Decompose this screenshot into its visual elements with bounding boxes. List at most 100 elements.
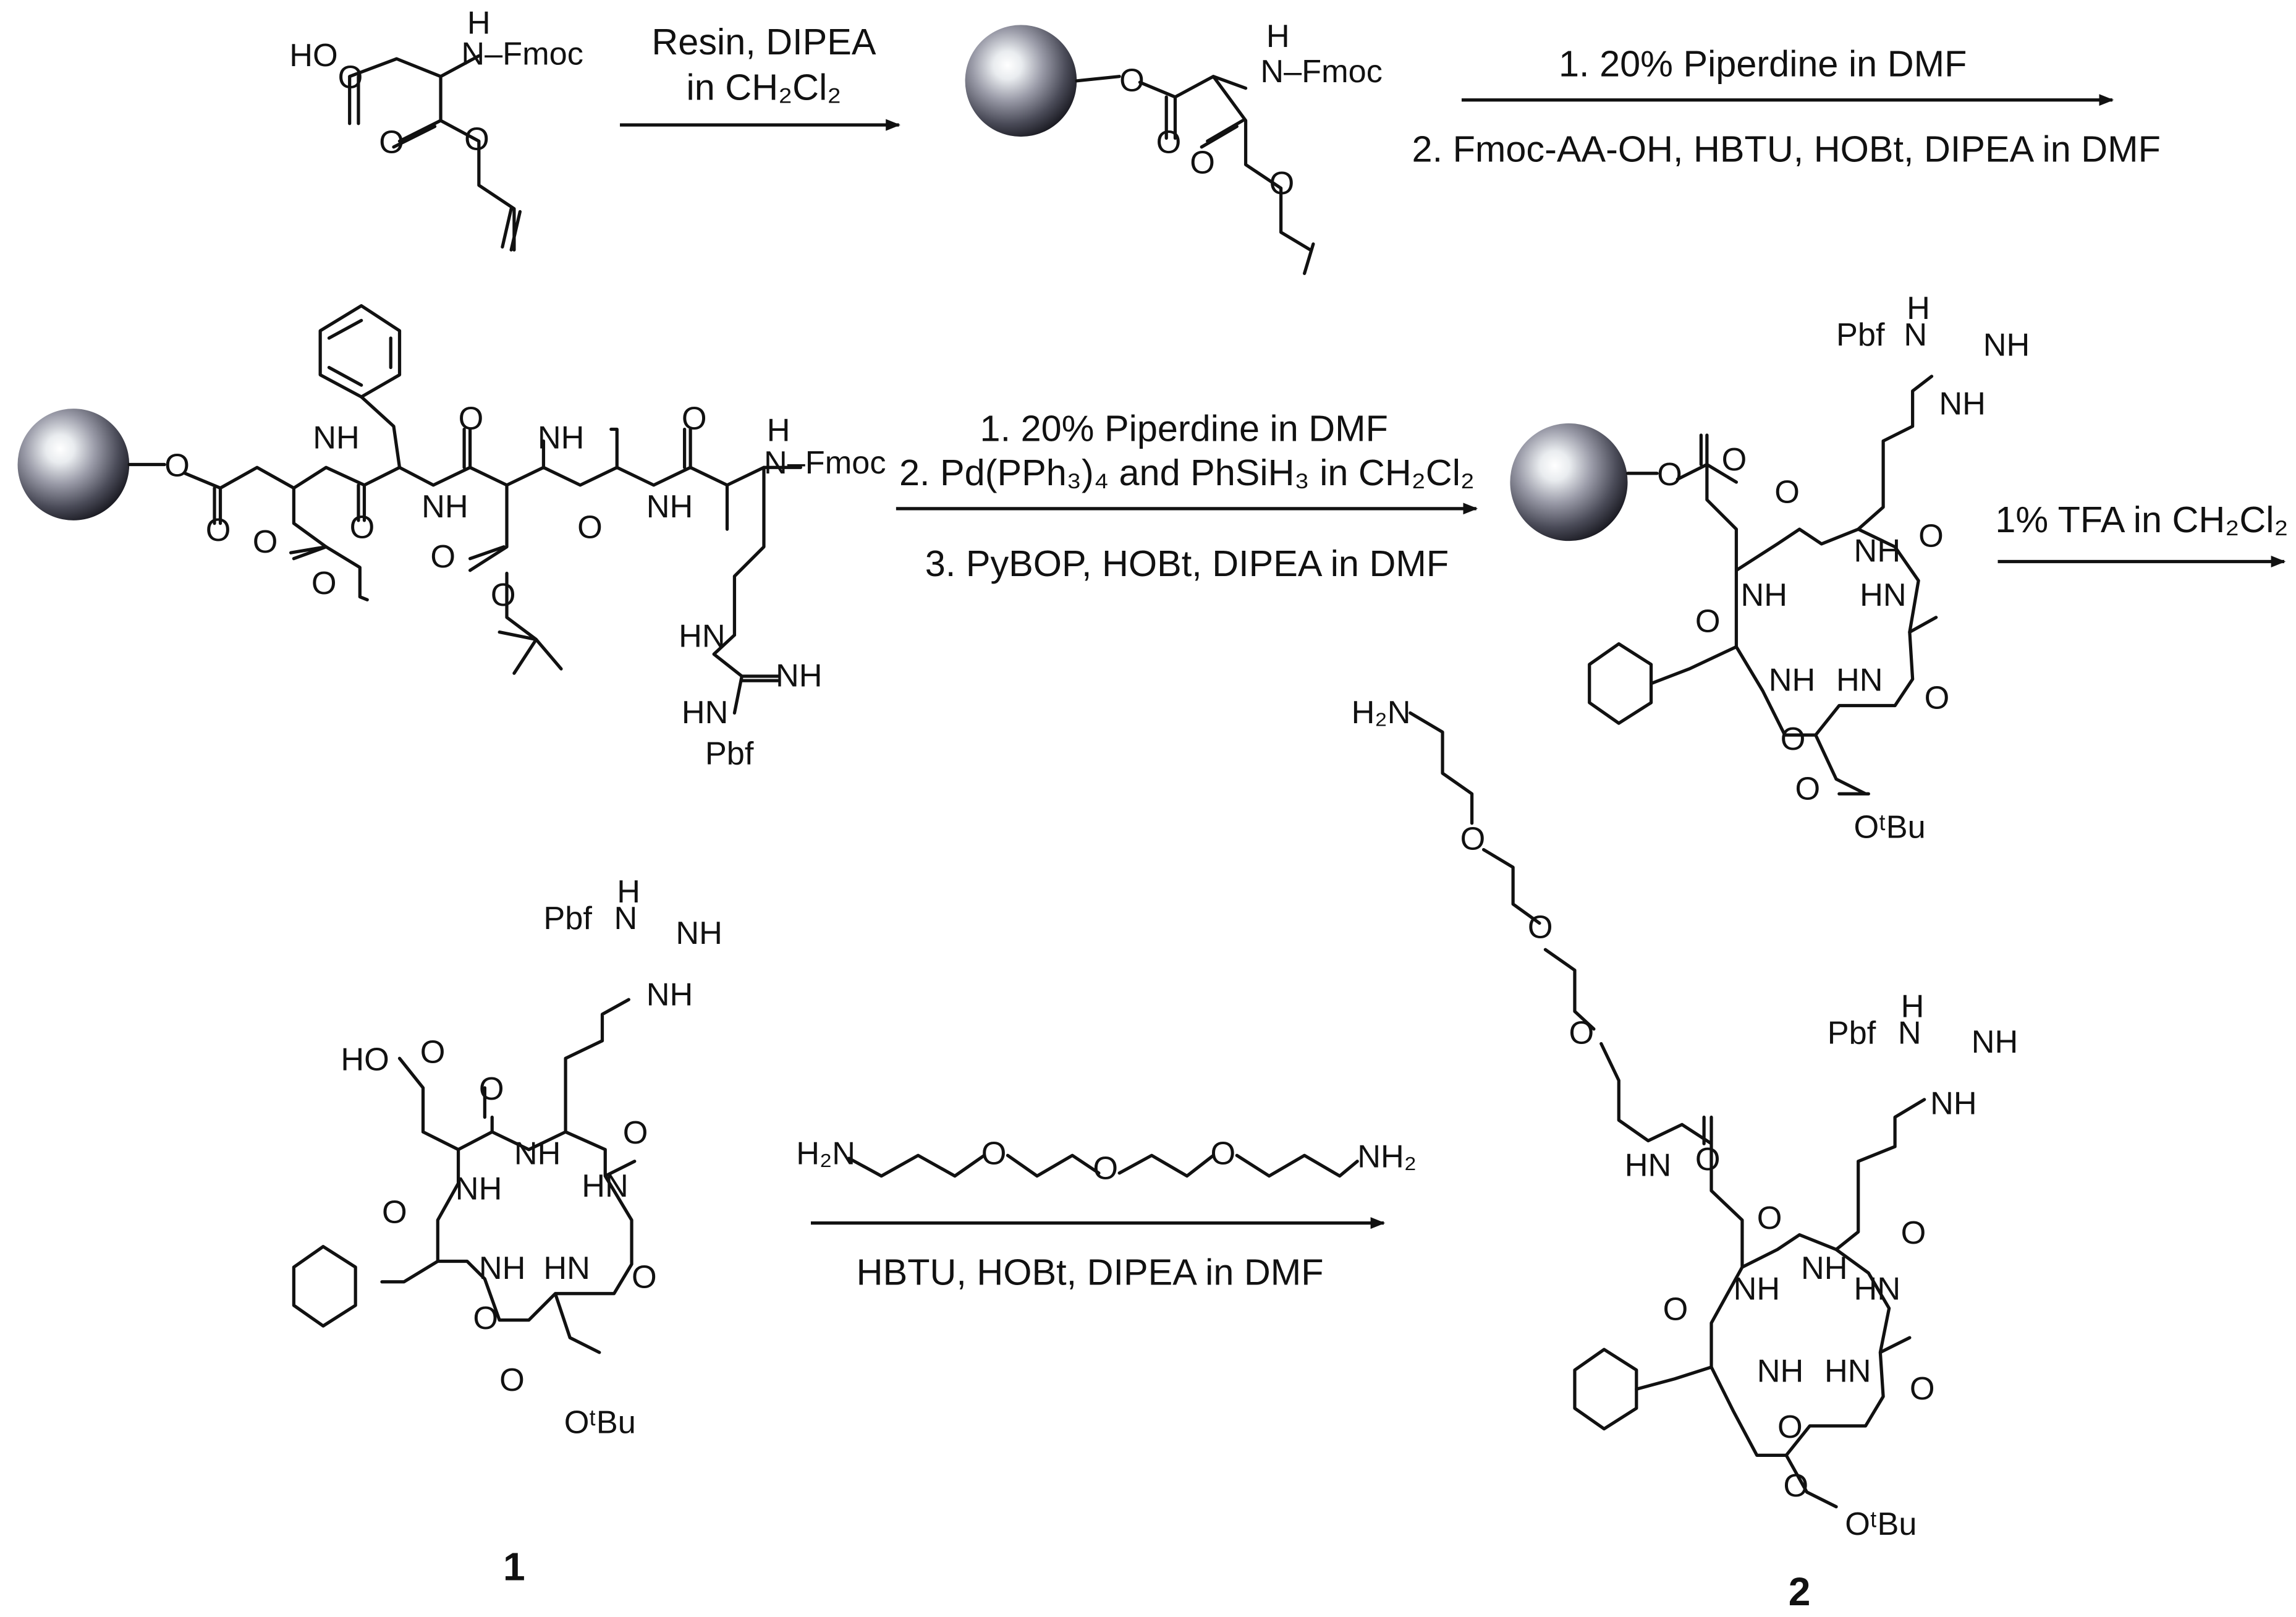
reaction-arrow-4: 1% TFA in CH₂Cl₂ — [1995, 499, 2289, 567]
conditions-line: 2. Pd(PPh₃)₄ and PhSiH₃ in CH₂Cl₂ — [899, 452, 1475, 493]
ether-oxygen-label: O — [1460, 821, 1486, 857]
amide-hn-label: HN — [1625, 1148, 1672, 1184]
ring-nh-label: NH — [1741, 577, 1788, 613]
ring-hn-label: HN — [1836, 663, 1883, 698]
conditions-line: 1. 20% Piperdine in DMF — [980, 407, 1388, 449]
ester-carbonyl-oxygen-label: O — [379, 124, 404, 160]
linear-resin-bound-peptide: O O NH O O O NH O NH O O O NH O H N–Fmoc… — [17, 304, 886, 772]
link-oxygen-label: O — [1657, 457, 1682, 493]
compound-2: H₂N O O O HN Pbf H N NH NH O O NH O NH H… — [1352, 695, 2019, 1614]
ring-oxygen-label: O — [1781, 721, 1806, 757]
resin-bead-icon — [965, 25, 1077, 137]
guanidine-n-label: N — [614, 901, 638, 936]
resin-bound-asp: O O H N–Fmoc O O — [965, 19, 1383, 275]
ring-nh-label: NH — [1757, 1353, 1804, 1389]
pbf-label: Pbf — [705, 736, 754, 772]
ring-oxygen-label: O — [623, 1115, 648, 1151]
conditions-line: HBTU, HOBt, DIPEA in DMF — [857, 1252, 1324, 1293]
carbonyl-oxygen-label: O — [682, 401, 707, 436]
ring-oxygen-label: O — [632, 1259, 657, 1295]
ring-oxygen-label: O — [1695, 1142, 1721, 1178]
amide-nh-label: NH — [313, 420, 360, 456]
amine-label: H₂N — [796, 1136, 855, 1172]
cyclic-resin-bound-peptide: O O Pbf H N NH NH O NH O NH HN O NH O HN… — [1510, 291, 2030, 846]
reaction-arrow-3: 1. 20% Piperdine in DMF 2. Pd(PPh₃)₄ and… — [896, 407, 1478, 584]
ring-hn-label: HN — [1854, 1271, 1901, 1307]
ring-oxygen-label: O — [382, 1195, 407, 1231]
guanidine-nh-label: NH — [676, 915, 722, 951]
ring-hn-label: HN — [1860, 577, 1907, 613]
compound-1: Pbf H N NH NH HO O O NH O NH HN O NH HN … — [292, 874, 722, 1589]
carbonyl-oxygen-label: O — [350, 509, 375, 545]
ring-oxygen-label: O — [479, 1071, 504, 1107]
link-oxygen-label: O — [164, 448, 190, 484]
allyl-oxygen-label: O — [1269, 166, 1295, 202]
ring-nh-label: NH — [455, 1171, 502, 1207]
ether-oxygen-label: O — [1569, 1015, 1594, 1051]
ester-carbonyl-oxygen-label: O — [499, 1362, 525, 1398]
guanidine-nh-label: NH — [646, 977, 693, 1013]
carbonyl-oxygen-label: O — [1722, 442, 1747, 478]
amide-nh-label: NH — [646, 489, 693, 525]
ring-oxygen-label: O — [1777, 1409, 1803, 1445]
pbf-label: Pbf — [1828, 1015, 1876, 1051]
resin-bead-icon — [1510, 423, 1628, 541]
ester-carbonyl-oxygen-label: O — [1190, 145, 1215, 181]
ring-oxygen-label: O — [1695, 604, 1721, 640]
guanidine-h-label: H — [617, 874, 640, 910]
phenyl-ring — [292, 1245, 357, 1328]
pbf-label: Pbf — [543, 901, 592, 936]
guanidine-nh-label: NH — [1983, 328, 2030, 363]
guanidine-h-label: H — [1901, 989, 1925, 1025]
otbu-label: OᵗBu — [1854, 810, 1926, 846]
tbu-oxygen-label: O — [491, 577, 516, 613]
ring-nh-label: NH — [514, 1136, 561, 1172]
ring-oxygen-label: O — [1663, 1292, 1688, 1328]
conditions-line: Resin, DIPEA — [651, 21, 876, 62]
ring-oxygen-label: O — [1918, 519, 1944, 554]
ring-oxygen-label: O — [1910, 1371, 1935, 1407]
guanidine-hn-label: HN — [682, 695, 729, 731]
carbonyl-oxygen-label: O — [459, 401, 484, 436]
reaction-arrow-5: H₂N O O O NH₂ HBTU, HOBt, DIPEA in DMF — [796, 1136, 1417, 1293]
phenyl-ring — [1588, 642, 1653, 725]
ether-oxygen-label: O — [1093, 1150, 1118, 1186]
carbonyl-oxygen-label: O — [1156, 124, 1182, 160]
reaction-arrow-2: 1. 20% Piperdine in DMF 2. Fmoc-AA-OH, H… — [1412, 43, 2161, 170]
conditions-line: 1% TFA in CH₂Cl₂ — [1995, 499, 2288, 540]
ring-hn-label: HN — [582, 1168, 629, 1204]
ester-carbonyl-oxygen-label: O — [1795, 771, 1820, 807]
ring-hn-label: HN — [543, 1250, 590, 1286]
carbonyl-oxygen-label: O — [577, 509, 603, 545]
guanidine-nh-label: NH — [776, 658, 823, 694]
ring-oxygen-label: O — [1774, 474, 1800, 510]
ether-oxygen-label: O — [981, 1136, 1007, 1172]
carbonyl-oxygen-label: O — [206, 512, 231, 548]
ring-nh-label: NH — [1801, 1250, 1848, 1286]
hydroxyl-label: HO — [341, 1042, 389, 1077]
starting-material-fmoc-asp-oallyl: HO O H N–Fmoc O O — [289, 6, 583, 252]
nh-hydrogen-label: H — [467, 6, 491, 41]
pbf-label: Pbf — [1836, 317, 1885, 353]
ether-oxygen-label: O — [1528, 909, 1553, 945]
guanidine-nh-label: NH — [1939, 386, 1986, 422]
amine-label: NH₂ — [1357, 1139, 1417, 1174]
ester-carbonyl-oxygen-label: O — [253, 524, 278, 560]
conditions-line: 2. Fmoc-AA-OH, HBTU, HOBt, DIPEA in DMF — [1412, 129, 2161, 170]
resin-bead-icon — [17, 409, 130, 520]
link-oxygen-label: O — [1119, 62, 1145, 98]
ring-oxygen-label: O — [1757, 1200, 1782, 1236]
ester-carbonyl-oxygen-label: O — [430, 539, 455, 575]
guanidine-nh-label: NH — [1972, 1024, 2019, 1060]
ring-oxygen-label: O — [1925, 680, 1950, 716]
amine-label: H₂N — [1352, 695, 1411, 731]
carbonyl-oxygen-label: O — [420, 1034, 446, 1070]
amide-nh-label: NH — [538, 420, 585, 456]
ring-nh-label: NH — [1769, 663, 1816, 698]
phenyl-ring — [318, 304, 402, 399]
guanidine-nh-label: NH — [1930, 1086, 1977, 1122]
compound-number: 2 — [1789, 1569, 1811, 1614]
nh-fmoc-label: N–Fmoc — [1260, 54, 1383, 90]
conditions-line: 1. 20% Piperdine in DMF — [1559, 43, 1967, 85]
